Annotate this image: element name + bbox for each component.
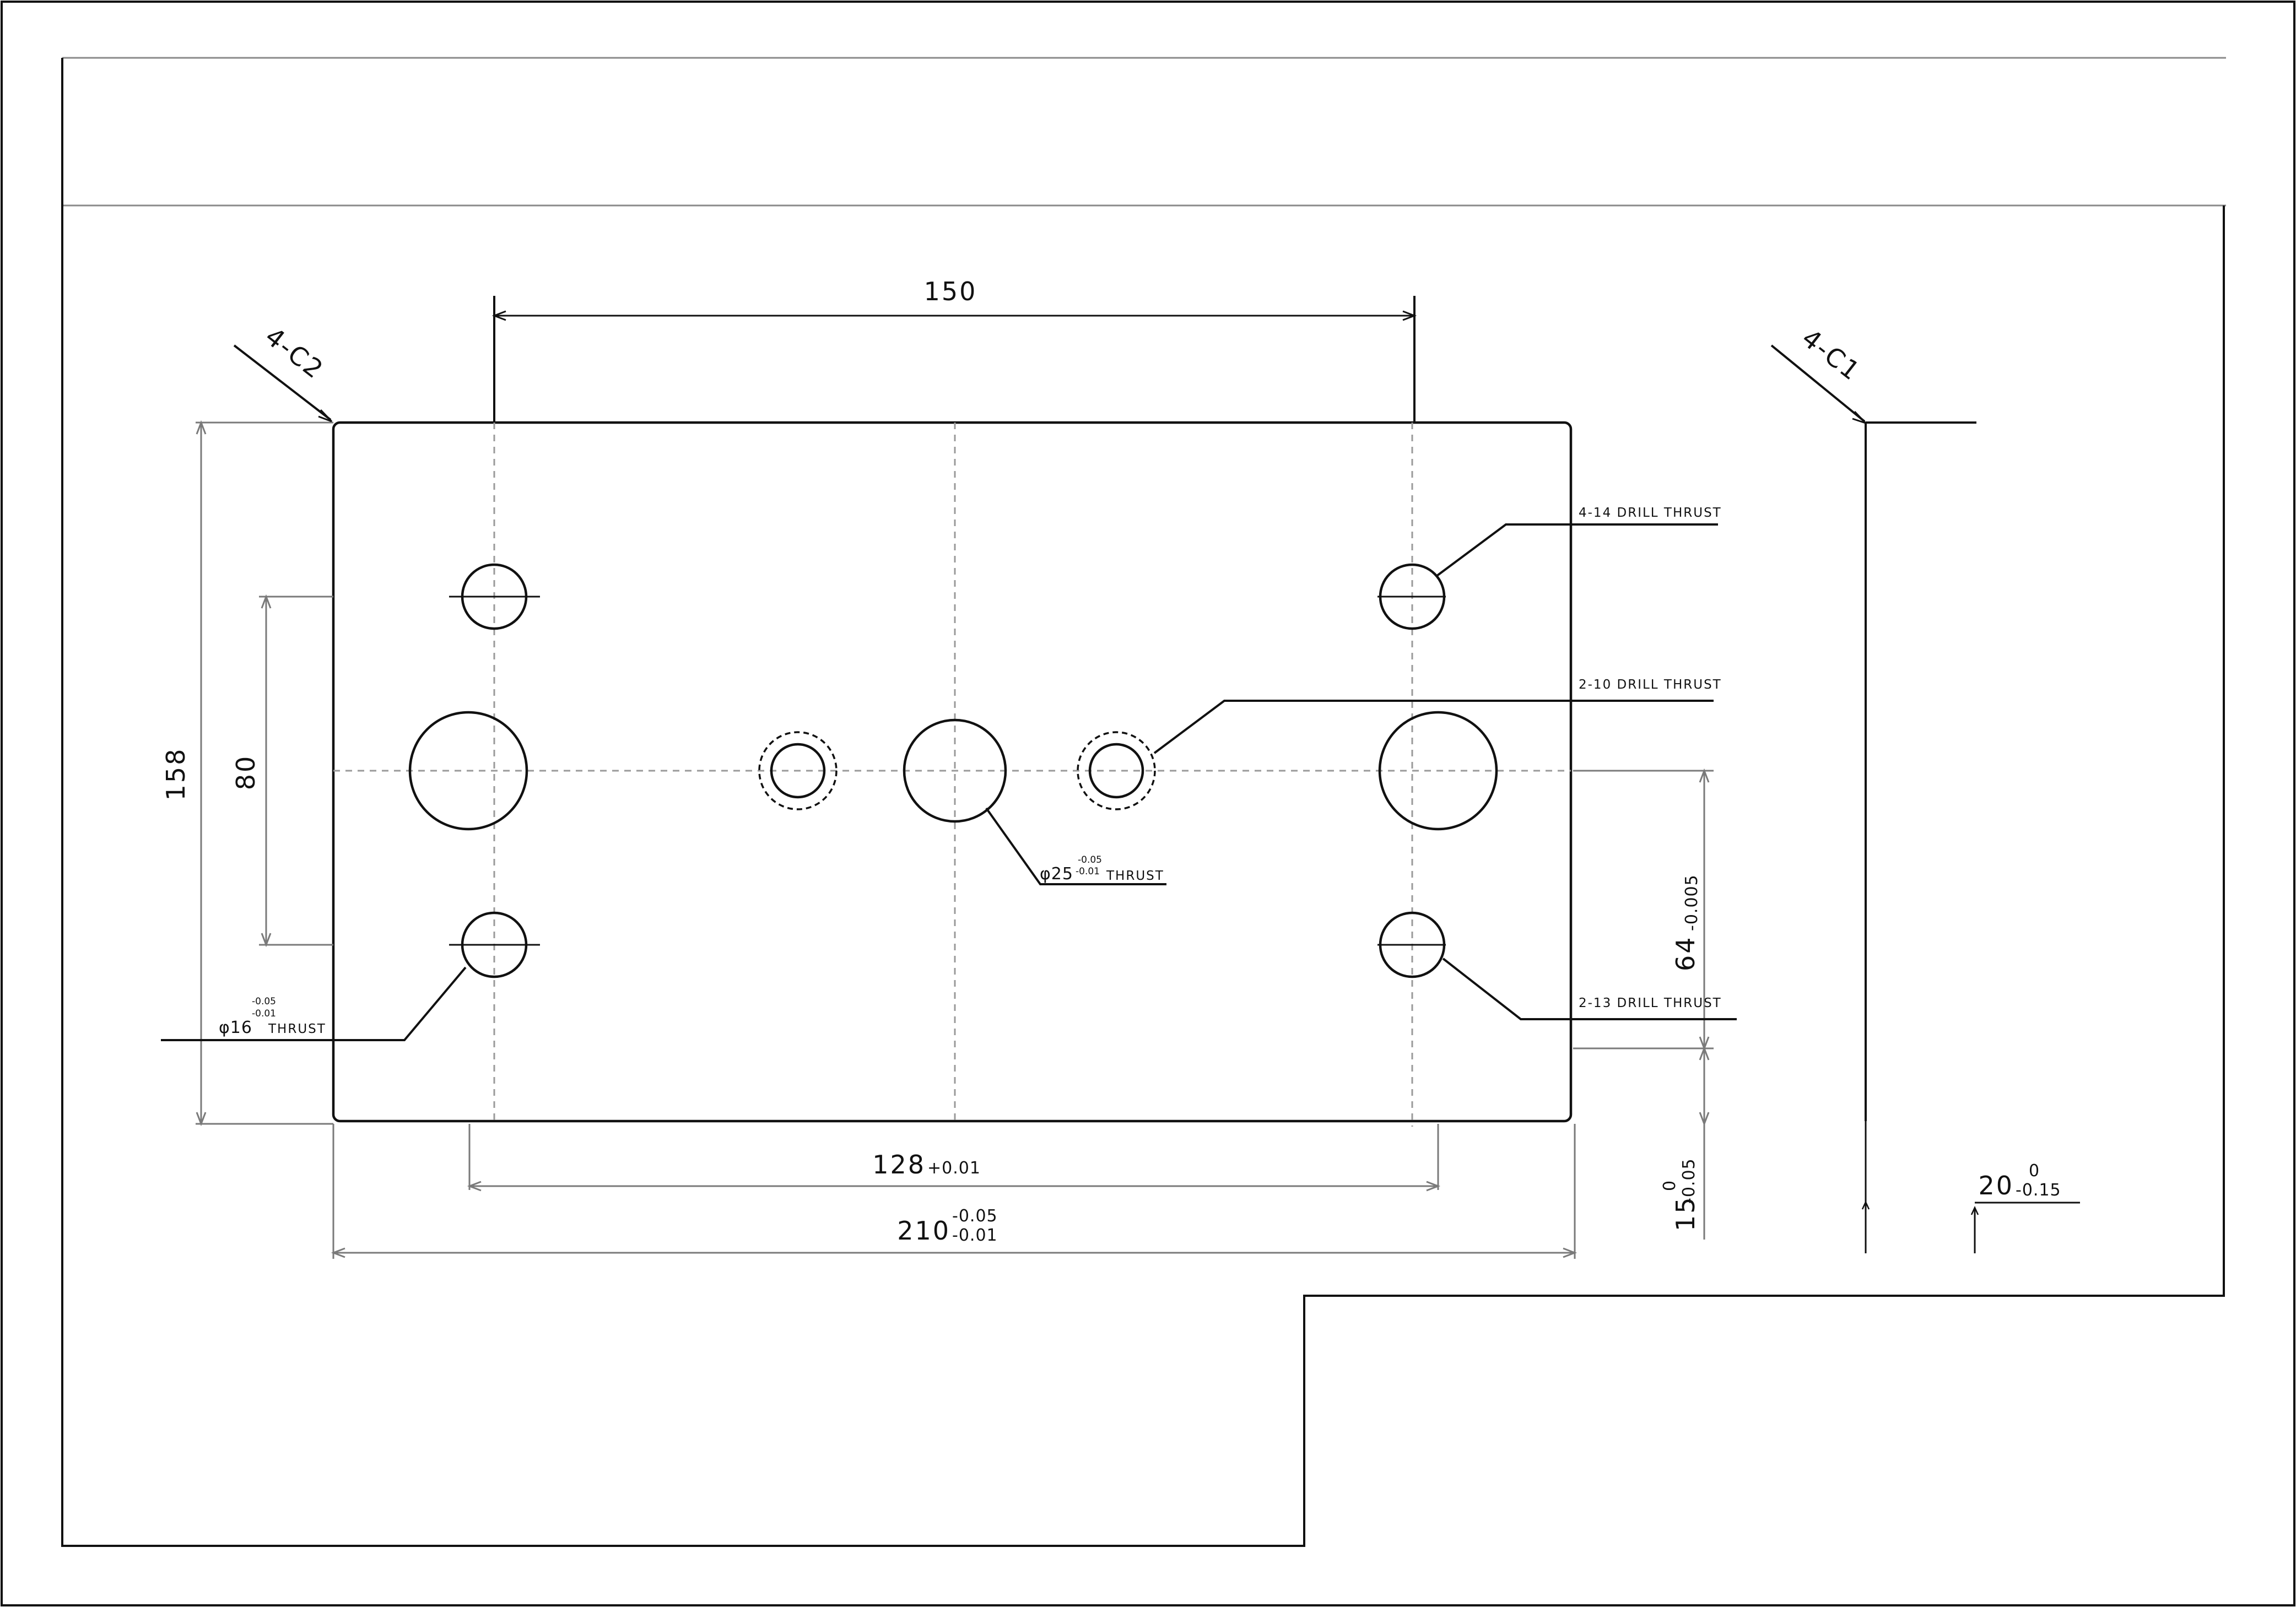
dimension-210 [331,1124,1578,1259]
dimension-128-label: 128 [872,1150,926,1179]
drill-10-callout: 2-10 DRILL THRUST [1579,678,1722,692]
dimension-150 [491,296,1417,423]
dimension-20-tol-lower: -0.15 [2016,1181,2061,1200]
bore-right [1378,711,1498,831]
hole-bottom-left [449,911,540,978]
bore-25-tol-lower: -0.01 [1076,866,1100,877]
bore-25-symbol: φ25 [1040,864,1073,884]
dimension-15-tol-upper: 0 [1660,1180,1679,1191]
hole-top-right [1377,563,1446,630]
hole-top-left [449,563,540,630]
drill-10-leader [1153,700,1714,754]
dimension-158-label: 158 [161,748,191,801]
bore-25-tol-upper: -0.05 [1078,854,1102,865]
dimension-210-tol-lower: -0.01 [952,1226,998,1245]
dimension-80-label: 80 [231,755,261,791]
drill-14-callout: 4-14 DRILL THRUST [1579,506,1722,520]
dimension-64-label: 64 [1671,935,1700,971]
dimension-210-tol-upper: -0.05 [952,1206,998,1226]
dimension-64-tolerance: -0.005 [1682,874,1701,931]
dimension-80 [259,594,333,948]
dimension-158 [196,420,333,1127]
dimension-15-label: 15 [1671,1195,1700,1231]
dimension-128 [467,1124,1441,1192]
side-view [1770,344,2080,1253]
hole-bottom-right [1377,911,1446,978]
bore-16-leader [161,966,467,1041]
chamfer-c2-leader [233,344,333,423]
dimension-128-tolerance: +0.01 [927,1159,981,1178]
chamfer-c1-label: 4-C1 [1796,323,1866,387]
bore-center [903,718,1007,823]
bore-16-symbol: φ16 [219,1018,252,1037]
counterbore-left [758,731,838,810]
drill-14-leader [1436,523,1718,577]
dimension-210-label: 210 [897,1216,950,1246]
chamfer-c2-label: 4-C2 [260,321,329,385]
bore-16-tol-upper: -0.05 [252,996,276,1007]
counterbore-right [1077,731,1156,810]
dimension-15 [1699,1046,1710,1240]
dimension-20-label: 20 [1978,1171,2014,1200]
bore-25-leader [985,807,1166,885]
drill-13-leader [1442,957,1737,1020]
drawing-frame [61,58,2225,1547]
bore-25-suffix: THRUST [1106,869,1164,883]
bore-16-suffix: THRUST [268,1022,326,1036]
bore-left [408,711,528,831]
bore-16-tol-lower: -0.01 [252,1008,276,1019]
drill-13-callout: 2-13 DRILL THRUST [1579,996,1722,1010]
plate-outline [332,421,1573,1123]
dimension-15-tol-lower: -0.05 [1679,1158,1699,1204]
dimension-150-label: 150 [924,277,977,306]
dimension-20-tol-upper: 0 [2029,1161,2040,1181]
